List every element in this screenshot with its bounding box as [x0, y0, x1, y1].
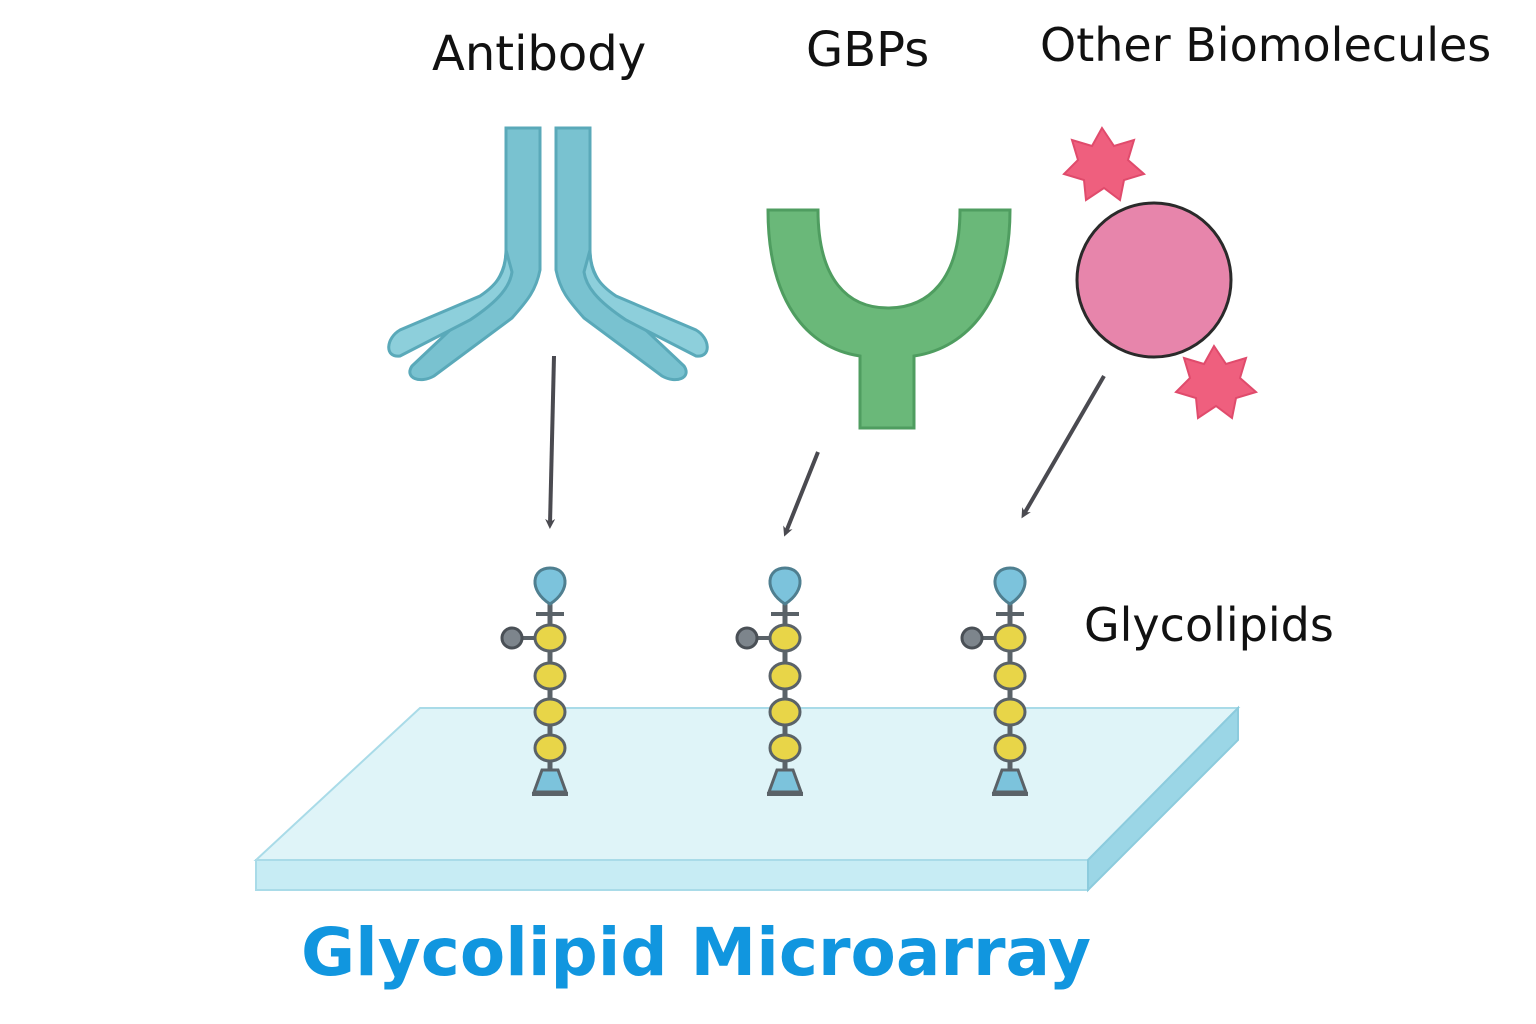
arrow-icon: [783, 451, 820, 537]
terminal-sugar: [993, 566, 1027, 606]
biomolecule-sphere-icon: [1075, 201, 1233, 359]
glycolipid-icon: [500, 566, 569, 796]
diagram-title: Glycolipid Microarray: [300, 914, 1092, 991]
sugar-bead: [993, 733, 1027, 763]
star-icon: [1062, 126, 1147, 202]
glycolipid-icon: [735, 566, 804, 796]
sugar-bead: [768, 733, 802, 763]
slide-top-face: [253, 707, 1241, 861]
branch-bead: [500, 626, 524, 650]
microarray-slide: [253, 705, 1241, 893]
sugar-bead: [533, 661, 567, 691]
star-icon: [1174, 344, 1259, 420]
sugar-bead: [533, 697, 567, 727]
sugar-bead: [993, 623, 1027, 653]
terminal-sugar: [768, 566, 802, 606]
branch-bead: [960, 626, 984, 650]
glycolipid-group: [500, 566, 1029, 796]
sugar-bead: [533, 623, 567, 653]
antibody-icon: [387, 126, 709, 382]
label-other-biomolecules: Other Biomolecules: [1040, 18, 1492, 72]
label-gbps: GBPs: [806, 22, 930, 78]
terminal-sugar: [533, 566, 567, 606]
slide-front-face: [255, 859, 1089, 891]
label-glycolipids: Glycolipids: [1084, 598, 1334, 652]
branch-bead: [735, 626, 759, 650]
arrow-icon: [1021, 374, 1106, 519]
sugar-bead: [993, 661, 1027, 691]
sugar-bead: [533, 733, 567, 763]
sugar-bead: [993, 697, 1027, 727]
arrow-icon: [545, 355, 556, 529]
sugar-bead: [768, 697, 802, 727]
sugar-bead: [768, 623, 802, 653]
gbp-icon: [766, 208, 1012, 430]
glycolipid-icon: [960, 566, 1029, 796]
sugar-bead: [768, 661, 802, 691]
label-antibody: Antibody: [432, 26, 647, 82]
slide-side-face: [1087, 705, 1239, 893]
